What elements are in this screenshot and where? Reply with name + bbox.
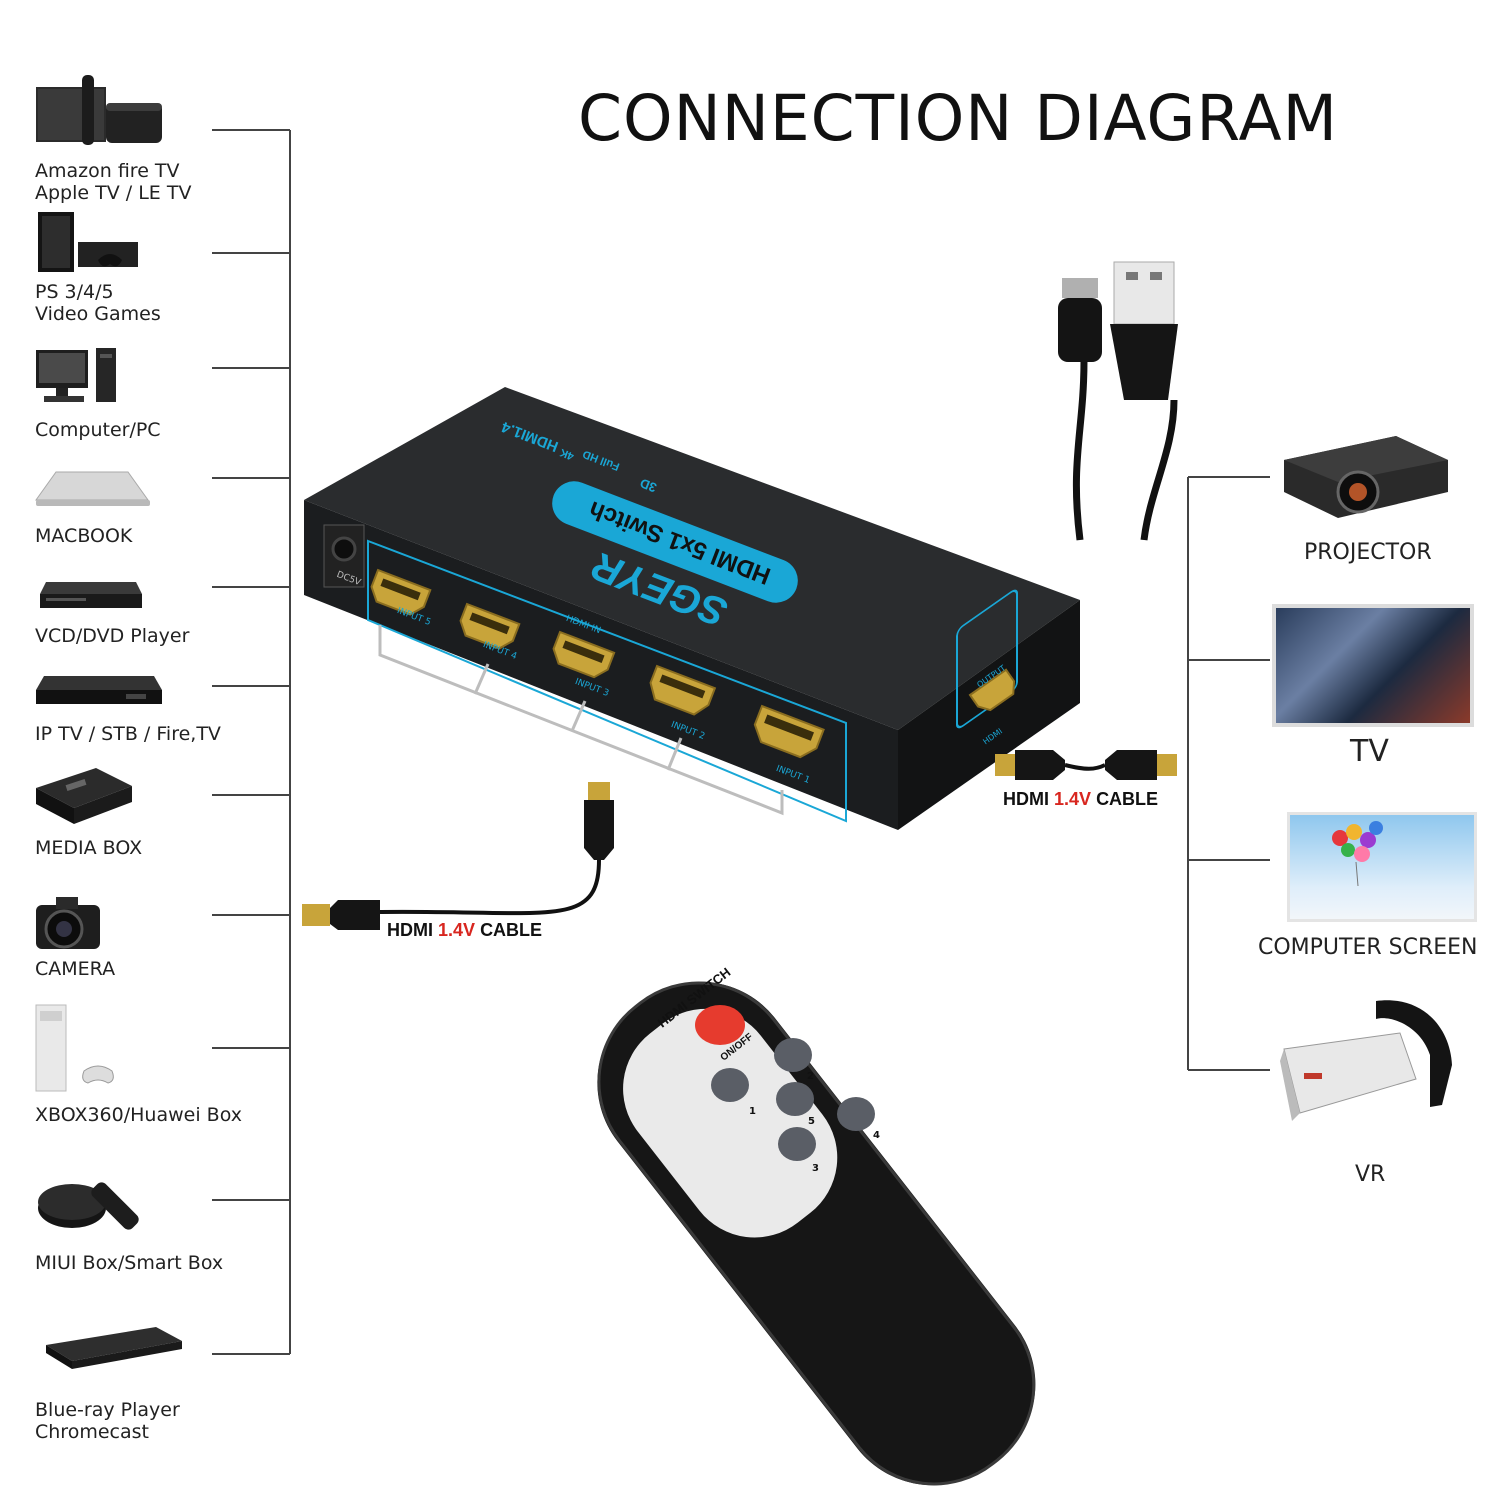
source-label: MIUI Box/Smart Box — [35, 1252, 224, 1274]
cable-version: 1.4V — [438, 920, 476, 940]
remote-label-5: 5 — [808, 1116, 815, 1127]
remote-label-4: 4 — [873, 1130, 880, 1141]
remote-button-3[interactable] — [778, 1127, 816, 1161]
remote-label-1: 1 — [749, 1106, 756, 1117]
camera-icon — [36, 897, 100, 949]
remote-label-2: 2 — [807, 1071, 814, 1082]
source-label: XBOX360/Huawei Box — [35, 1104, 242, 1126]
desktop-computer-icon — [36, 348, 116, 402]
source-label: VCD/DVD Player — [35, 625, 190, 647]
balloons-icon — [1332, 821, 1383, 887]
game-console-icon — [38, 212, 138, 272]
output-label: COMPUTER SCREEN — [1258, 935, 1478, 960]
source-label: Computer/PC — [35, 419, 161, 441]
remote-button-2[interactable] — [774, 1038, 812, 1072]
cable-suffix: CABLE — [480, 920, 543, 940]
remote-label-3: 3 — [812, 1163, 819, 1174]
power-cable-icon — [1058, 261, 1178, 541]
smart-box-icon — [38, 1182, 139, 1230]
bluray-player-icon — [46, 1327, 182, 1369]
cable-label-right: HDMI 1.4V CABLE — [1003, 789, 1158, 810]
projector-icon — [1284, 436, 1448, 518]
source-label: Amazon fire TV Apple TV / LE TV — [35, 160, 192, 204]
remote-control — [597, 981, 1036, 1486]
dvd-player-icon — [40, 582, 142, 608]
remote-button-1[interactable] — [711, 1068, 749, 1102]
source-label: CAMERA — [35, 958, 116, 980]
source-label: PS 3/4/5 Video Games — [35, 281, 161, 325]
streaming-box-icon — [36, 75, 162, 145]
media-box-icon — [36, 768, 132, 824]
source-label: MACBOOK — [35, 525, 133, 547]
remote-button-4[interactable] — [837, 1097, 875, 1131]
remote-button-5[interactable] — [776, 1082, 814, 1116]
xbox-icon — [35, 1004, 114, 1092]
source-label: MEDIA BOX — [35, 837, 143, 859]
cable-prefix: HDMI — [387, 920, 433, 940]
remote-power-button[interactable] — [695, 1005, 745, 1045]
output-label: TV — [1350, 734, 1389, 769]
laptop-icon — [35, 471, 150, 506]
tv-icon — [1272, 604, 1474, 727]
vr-headset-icon — [1280, 1000, 1452, 1121]
source-label: Blue-ray Player Chromecast — [35, 1399, 180, 1443]
cable-prefix: HDMI — [1003, 789, 1049, 809]
cable-suffix: CABLE — [1096, 789, 1159, 809]
cable-version: 1.4V — [1054, 789, 1092, 809]
set-top-box-icon — [36, 676, 162, 704]
cable-label-left: HDMI 1.4V CABLE — [387, 920, 542, 941]
page-title: CONNECTION DIAGRAM — [578, 82, 1339, 155]
output-label: PROJECTOR — [1304, 540, 1432, 565]
output-label: VR — [1355, 1162, 1386, 1187]
hdmi-cable-left-icon — [302, 782, 614, 930]
source-label: IP TV / STB / Fire,TV — [35, 723, 221, 745]
hdmi-cable-right-icon — [995, 750, 1177, 780]
